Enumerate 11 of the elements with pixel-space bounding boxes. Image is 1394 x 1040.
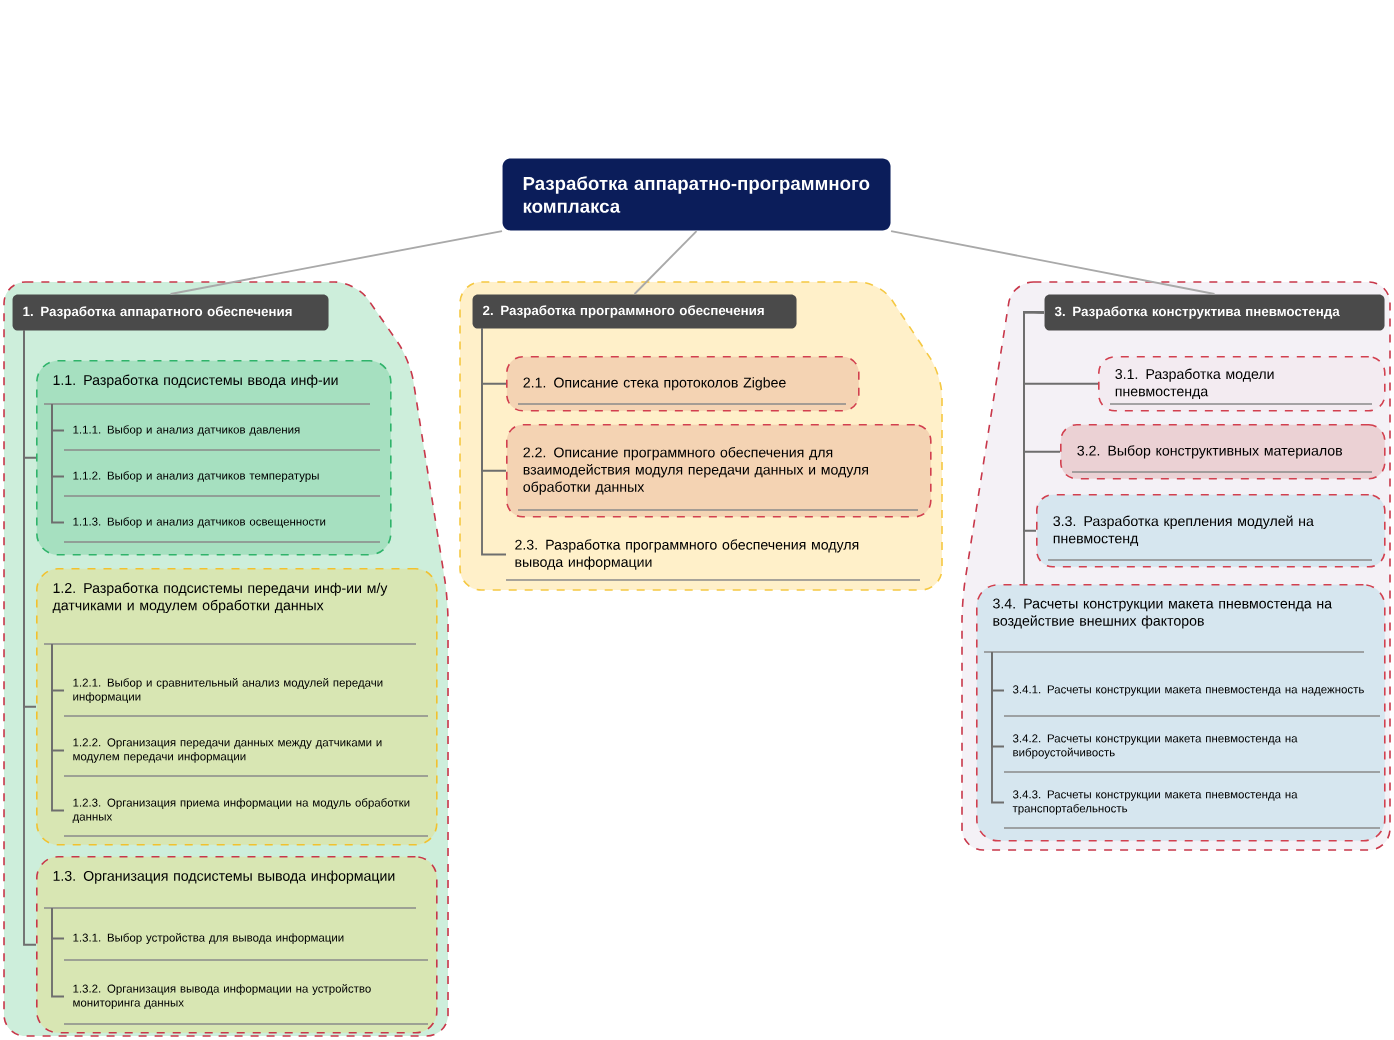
connector-line — [51, 403, 65, 524]
connector-line — [633, 230, 698, 295]
connector-line — [1023, 311, 1045, 585]
central-topic-box: Разработка аппаратно-программного комплакса — [502, 158, 891, 231]
connector-line — [169, 230, 503, 295]
connector-line — [51, 643, 65, 812]
connector-line — [481, 327, 507, 556]
connector-line — [23, 329, 37, 946]
connector-line — [890, 230, 1216, 295]
connector-line — [991, 651, 1005, 804]
connector-line — [51, 907, 65, 998]
